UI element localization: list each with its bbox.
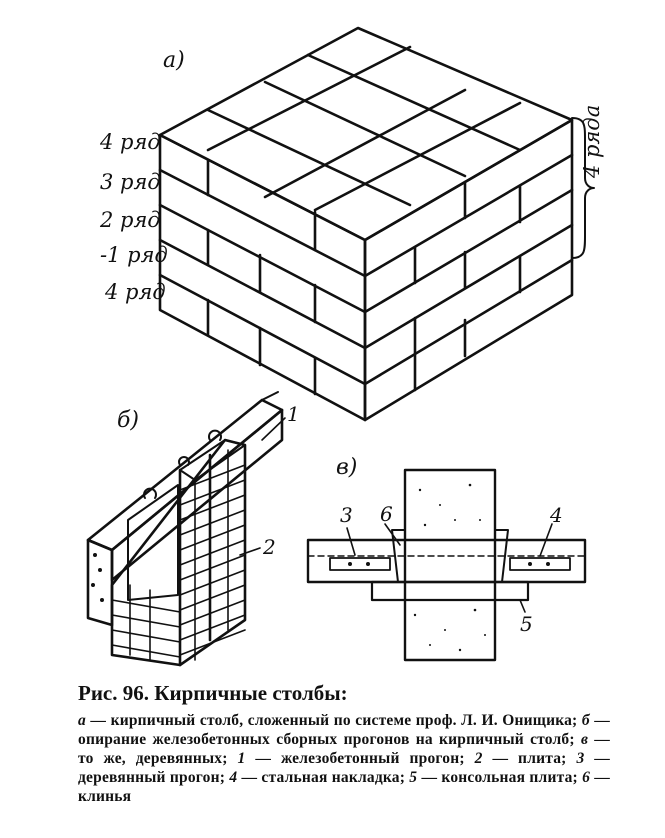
row-label-4: -1 ряд <box>100 243 168 267</box>
legend-key: 2 <box>474 750 483 767</box>
callout-3: 3 <box>340 503 353 527</box>
legend-text: — кирпичный столб, сложенный по системе … <box>85 712 582 729</box>
figure-caption-body: а — кирпичный столб, сложенный по систем… <box>78 711 610 806</box>
legend-text: — железобетонный прогон; <box>245 750 475 767</box>
v-pillar <box>403 468 497 662</box>
legend-text: — консольная плита; <box>417 769 583 786</box>
callout-4: 4 <box>550 503 563 527</box>
steel-plate-right <box>509 557 571 571</box>
label-part-b: б) <box>117 408 140 433</box>
pillar-right-face <box>363 118 574 422</box>
row-label-1: 4 ряд <box>100 130 161 154</box>
legend-key: б <box>581 712 590 729</box>
legend-text: — стальная накладка; <box>237 769 410 786</box>
timber-beam <box>306 538 587 584</box>
figure-caption-title: Рис. 96. Кирпичные столбы: <box>78 681 348 705</box>
callout-2: 2 <box>263 535 276 559</box>
label-part-a: а) <box>163 48 185 73</box>
pillar-top-face <box>158 26 574 242</box>
legend-text: — опирание железобетонных сборных прогон… <box>78 712 610 748</box>
legend-text: — деревянный прогон; <box>78 750 610 786</box>
row-label-5: 4 ряд <box>105 280 166 304</box>
row-label-3: 2 ряд <box>100 208 161 232</box>
callout-1: 1 <box>287 402 300 426</box>
callout-6: 6 <box>380 502 393 526</box>
legend-key: 4 <box>229 769 238 786</box>
legend-key: в <box>580 731 589 748</box>
legend-text: — то же, деревянных; <box>78 731 610 767</box>
pillar-left-face <box>158 133 367 422</box>
label-part-v: в) <box>336 455 358 480</box>
legend-key: 1 <box>237 750 246 767</box>
legend-key: 6 <box>582 769 591 786</box>
legend-key: а <box>78 712 86 729</box>
steel-plate-left <box>329 557 391 571</box>
legend-text: — плита; <box>482 750 577 767</box>
brace-label: 4 ряда <box>580 104 604 178</box>
legend-text: — клинья <box>78 769 611 805</box>
legend-key: 5 <box>409 769 418 786</box>
callout-5: 5 <box>520 612 533 636</box>
legend-key: 3 <box>576 750 585 767</box>
row-label-2: 3 ряд <box>100 170 161 194</box>
row-brace <box>571 117 595 259</box>
